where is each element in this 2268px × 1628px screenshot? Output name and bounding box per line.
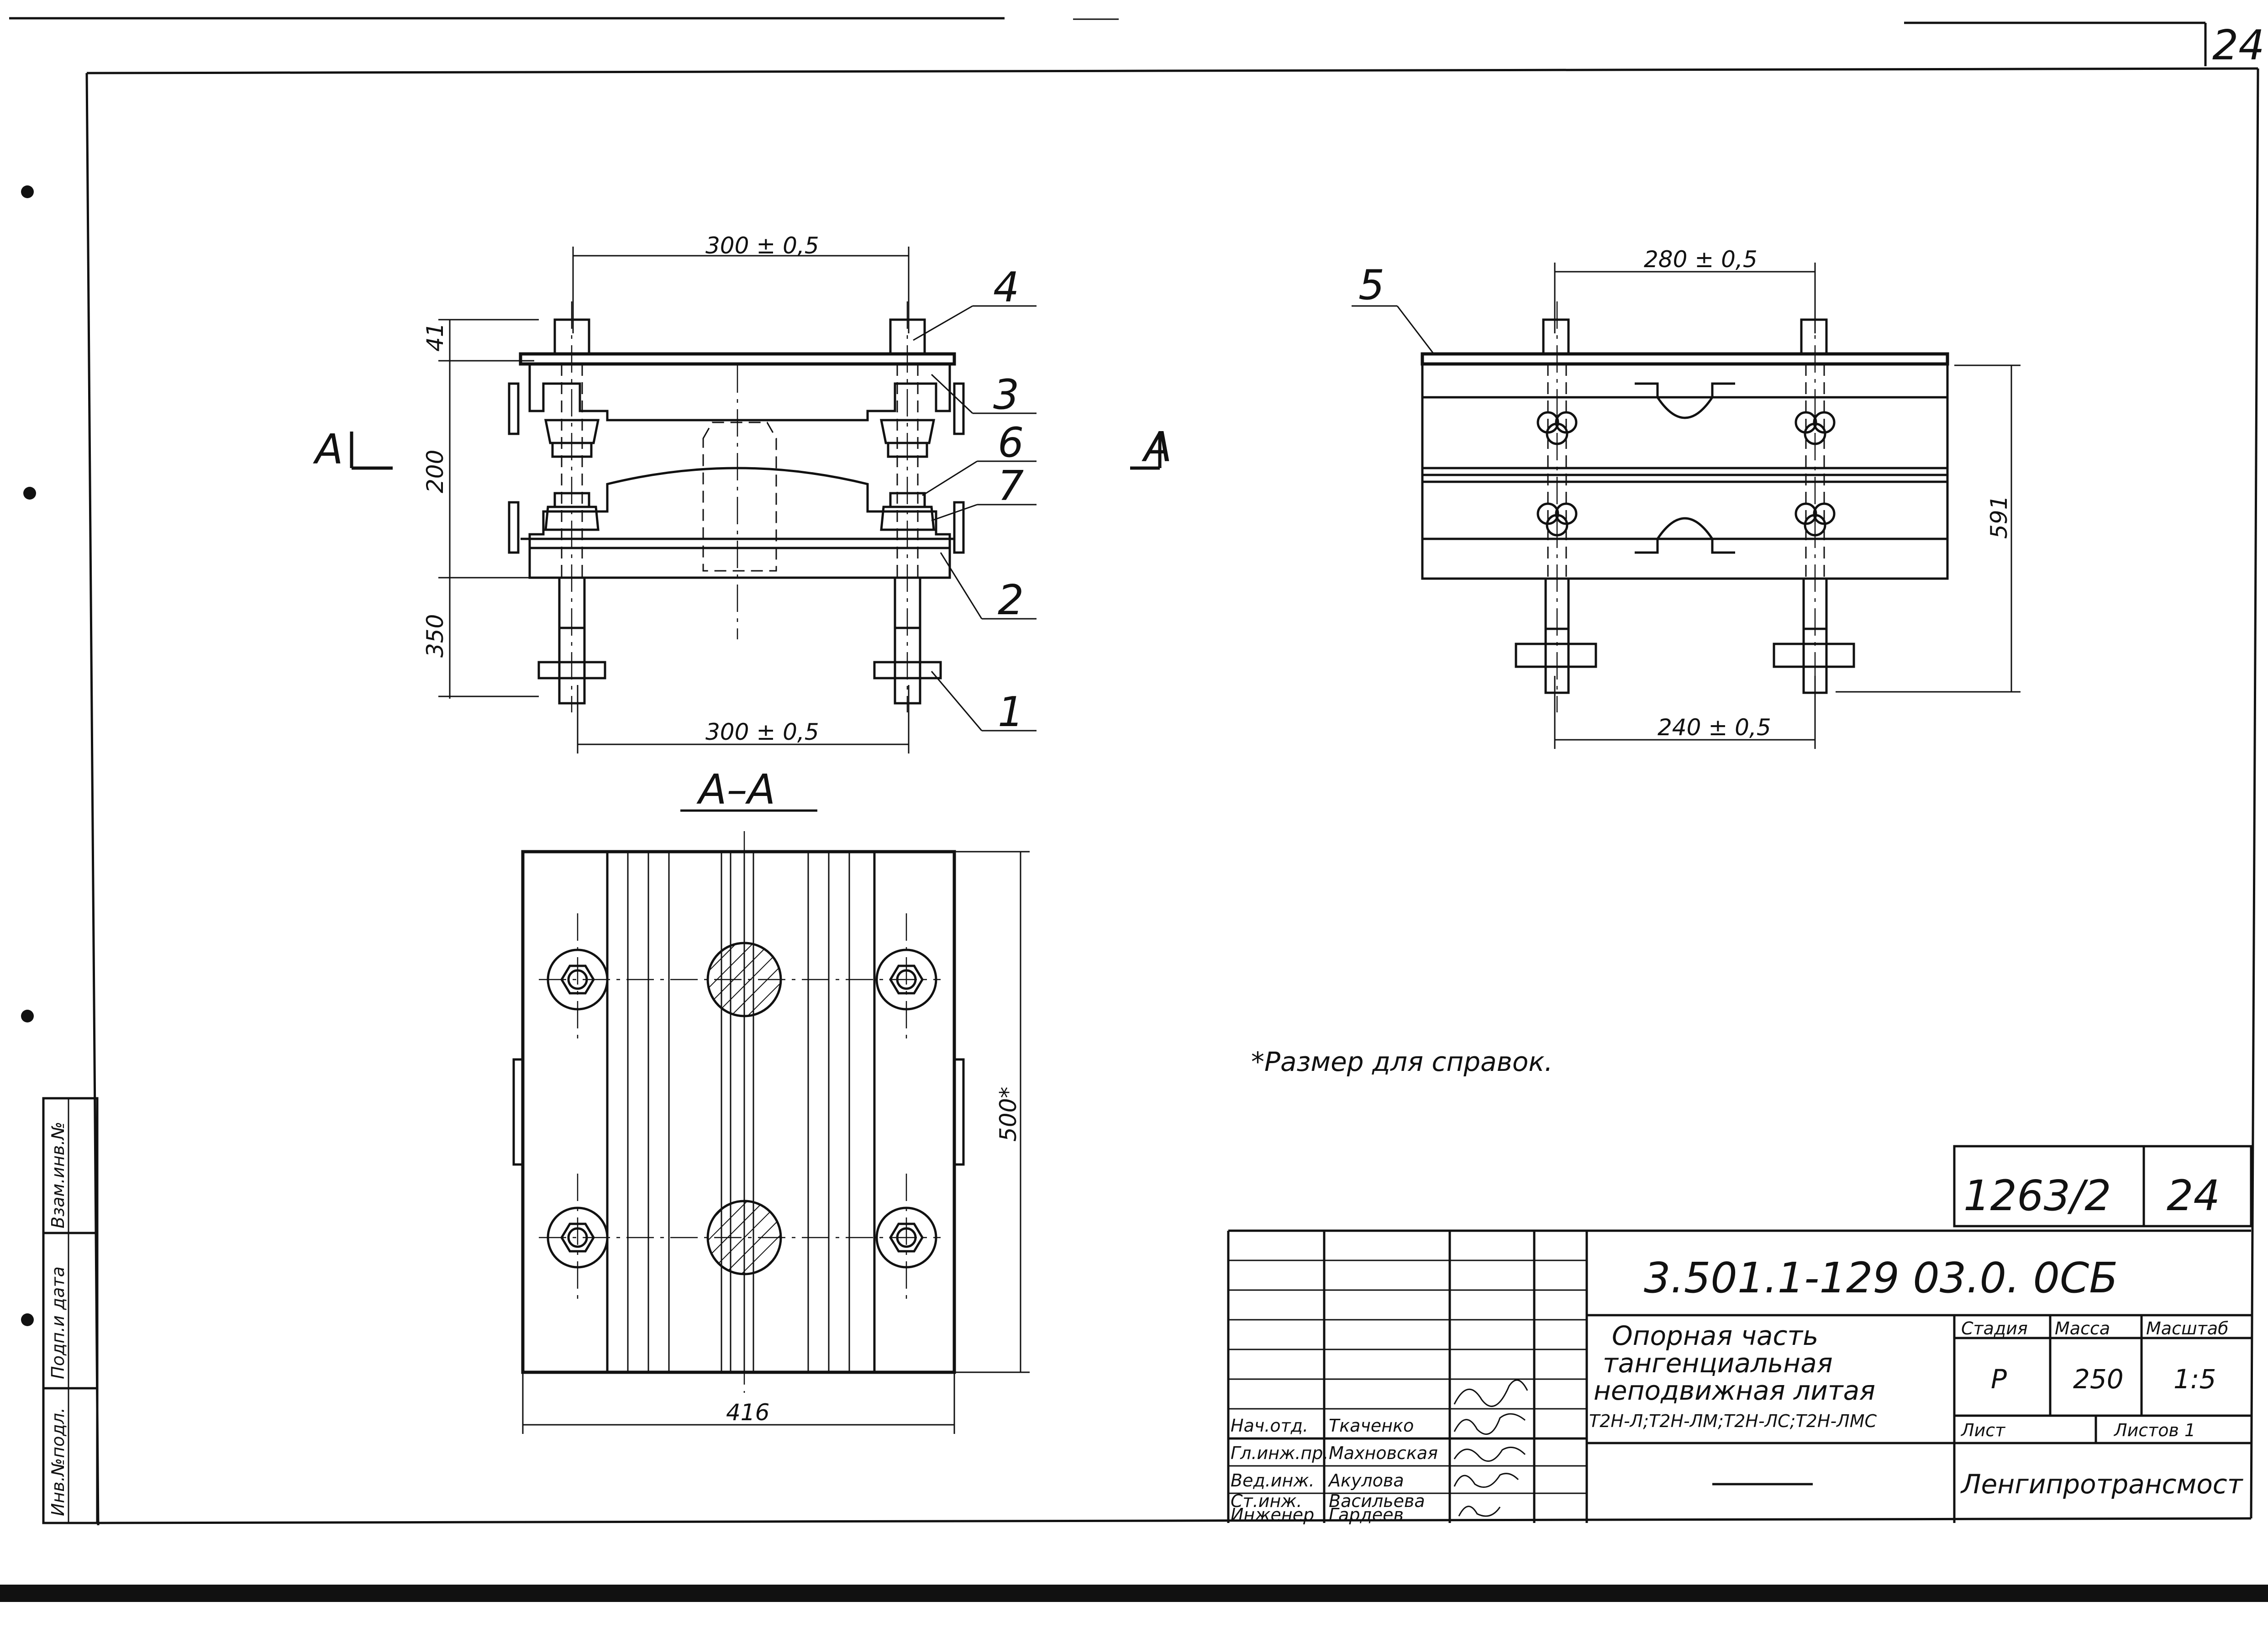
front-dim-top: 300 ± 0,5 <box>705 232 819 259</box>
section-dim-height: 500* <box>995 1087 1021 1142</box>
title-block-frame <box>1227 1145 2252 1523</box>
stage-header: Стадия <box>1961 1318 2028 1338</box>
callout-7: 7 <box>998 462 1024 510</box>
callout-1: 1 <box>998 688 1024 736</box>
signature-role: Ст.инж. <box>1231 1491 1302 1511</box>
side-stamp <box>42 1097 99 1524</box>
callout-5: 5 <box>1358 261 1384 309</box>
front-view-drawing <box>350 247 1162 753</box>
title-line-4: Т2Н-Л;Т2Н-ЛМ;Т2Н-ЛС;Т2Н-ЛМС <box>1589 1411 1877 1431</box>
section-mark-right: A <box>1142 423 1172 471</box>
stamp-replacement-number: Взам.инв.№ <box>48 1122 68 1228</box>
signature-role: Вед.инж. <box>1231 1470 1315 1491</box>
section-mark-left: A <box>313 426 343 474</box>
signature-name: Васильева <box>1329 1491 1425 1511</box>
signature-role: Инженер <box>1231 1505 1314 1525</box>
callout-4: 4 <box>993 263 1019 311</box>
front-dim-200: 200 <box>422 450 448 493</box>
signature-name: Акулова <box>1327 1470 1404 1491</box>
sheet-frame <box>0 17 2268 1602</box>
corner-sheet-number: 24 <box>2212 21 2265 69</box>
scale-header: Масштаб <box>2146 1318 2229 1338</box>
stamp-signature-date: Подп.и дата <box>48 1266 68 1379</box>
title-line-3: неподвижная литая <box>1594 1375 1875 1406</box>
side-dim-height: 591 <box>1986 495 2012 539</box>
callout-3: 3 <box>993 371 1019 419</box>
signature-role: Гл.инж.пр. <box>1231 1443 1328 1463</box>
mass-header: Масса <box>2055 1318 2110 1338</box>
title-sheet-number: 24 <box>2167 1171 2220 1220</box>
sheet-label: Лист <box>1960 1420 2006 1440</box>
side-dim-top: 280 ± 0,5 <box>1644 246 1758 273</box>
mass-value: 250 <box>2073 1364 2124 1395</box>
designation: 3.501.1-129 03.0. 0СБ <box>1644 1254 2118 1302</box>
signature-role: Нач.отд. <box>1231 1416 1308 1436</box>
front-dim-350: 350 <box>422 614 448 658</box>
organization: Ленгипротрансмост <box>1960 1469 2244 1500</box>
callout-6: 6 <box>998 419 1024 467</box>
signature-name: Гардеев <box>1329 1505 1404 1525</box>
reference-note: *Размер для справок. <box>1251 1046 1553 1077</box>
section-title: А–А <box>696 766 775 814</box>
front-dim-41: 41 <box>422 322 448 352</box>
scale-value: 1:5 <box>2173 1364 2216 1395</box>
front-dim-bottom: 300 ± 0,5 <box>705 719 819 745</box>
title-line-1: Опорная часть <box>1612 1320 1818 1351</box>
side-dim-bottom: 240 ± 0,5 <box>1658 714 1771 741</box>
section-dim-width: 416 <box>726 1399 769 1426</box>
stage-value: Р <box>1991 1364 2007 1395</box>
callout-2: 2 <box>998 576 1024 624</box>
signature-name: Ткаченко <box>1329 1416 1414 1436</box>
sheets-label: Листов 1 <box>2113 1420 2195 1440</box>
side-view-drawing <box>1352 263 2021 749</box>
signature-name: Махновская <box>1329 1443 1438 1463</box>
section-view-drawing <box>512 809 1030 1434</box>
title-line-2: тангенциальная <box>1603 1348 1833 1379</box>
stamp-inventory-number: Инв.№подл. <box>48 1407 68 1516</box>
doc-number: 1263/2 <box>1963 1171 2111 1220</box>
